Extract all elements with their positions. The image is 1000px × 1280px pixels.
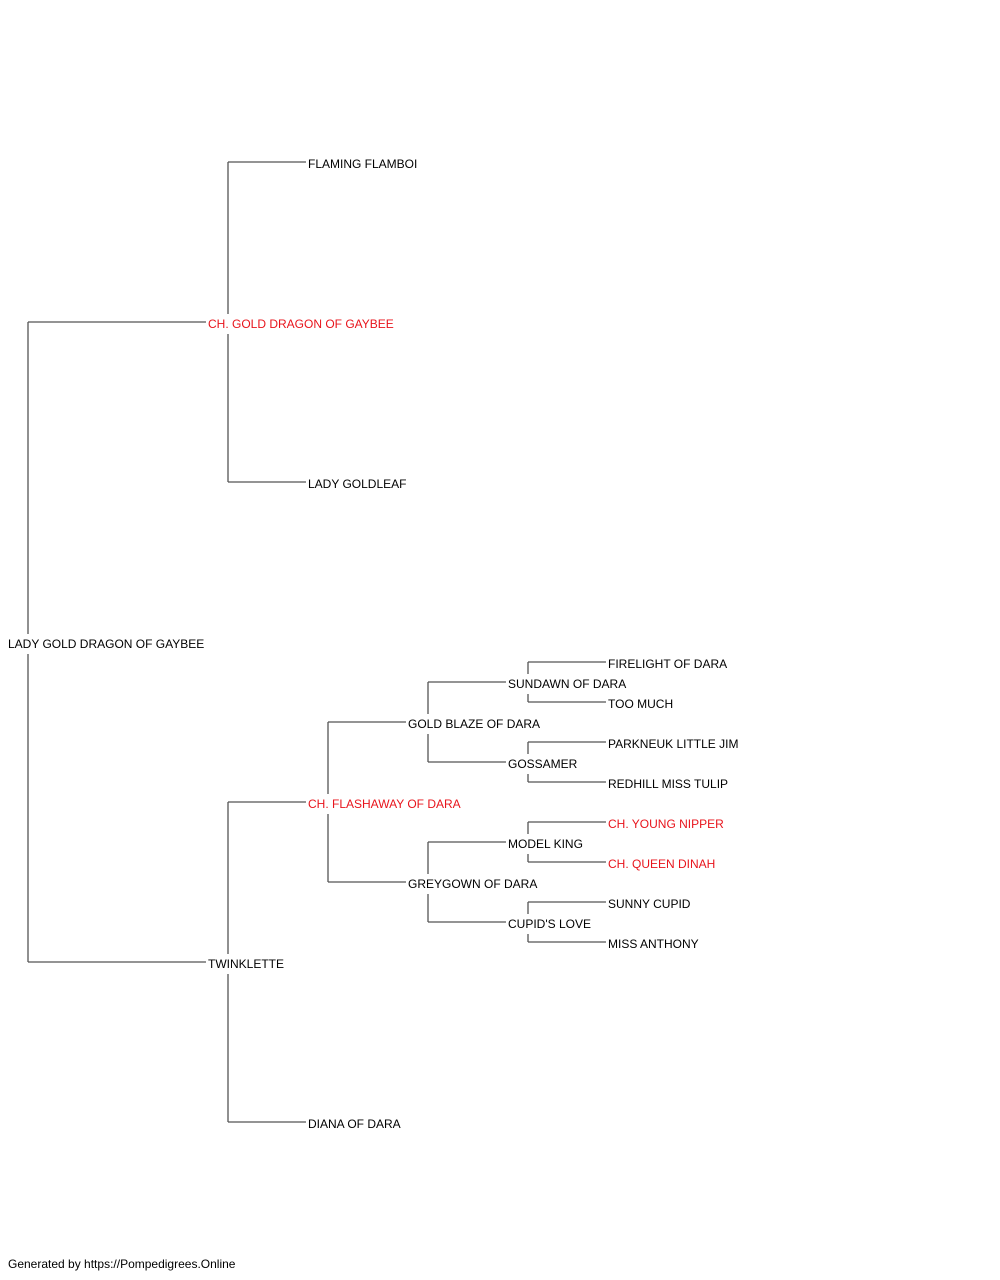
pedigree-name-dsdsd: CH. QUEEN DINAH [608, 857, 715, 871]
pedigree-name-dssd: GOSSAMER [508, 757, 578, 771]
pedigree-name-dsd: GREYGOWN OF DARA [408, 877, 537, 891]
pedigree-name-dsdd: CUPID'S LOVE [508, 917, 591, 931]
pedigree-name-s: CH. GOLD DRAGON OF GAYBEE [208, 317, 394, 331]
pedigree-name-sd: LADY GOLDLEAF [308, 477, 406, 491]
pedigree-name-dss: GOLD BLAZE OF DARA [408, 717, 540, 731]
pedigree-labels: LADY GOLD DRAGON OF GAYBEE CH. GOLD DRAGO… [8, 157, 738, 1131]
pedigree-name-d: TWINKLETTE [208, 957, 284, 971]
pedigree-name-dd: DIANA OF DARA [308, 1117, 401, 1131]
pedigree-name-dssss: FIRELIGHT OF DARA [608, 657, 727, 671]
pedigree-name-dsssd: TOO MUCH [608, 697, 673, 711]
pedigree-name-ds: CH. FLASHAWAY OF DARA [308, 797, 461, 811]
pedigree-name-dsds: MODEL KING [508, 837, 583, 851]
pedigree-name-ss: FLAMING FLAMBOI [308, 157, 417, 171]
pedigree-name-dsdds: SUNNY CUPID [608, 897, 691, 911]
pedigree-name-dsdss: CH. YOUNG NIPPER [608, 817, 724, 831]
pedigree-name-dssds: PARKNEUK LITTLE JIM [608, 737, 738, 751]
pedigree-connectors [27, 161, 606, 1123]
pedigree-name-root: LADY GOLD DRAGON OF GAYBEE [8, 637, 204, 651]
pedigree-name-dsddd: MISS ANTHONY [608, 937, 699, 951]
pedigree-name-dssdd: REDHILL MISS TULIP [608, 777, 728, 791]
footer-credit: Generated by https://Pompedigrees.Online [8, 1257, 236, 1271]
pedigree-name-dsss: SUNDAWN OF DARA [508, 677, 626, 691]
